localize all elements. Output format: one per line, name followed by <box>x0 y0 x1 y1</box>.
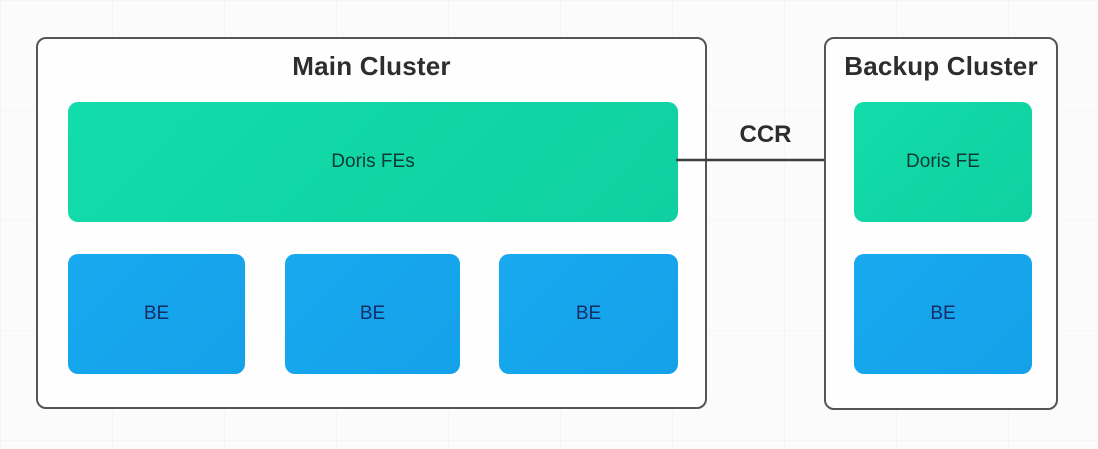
main-cluster-title: Main Cluster <box>292 51 451 81</box>
main-be-label-3: BE <box>575 303 602 324</box>
backup-cluster-title: Backup Cluster <box>844 51 1038 81</box>
backup-be-label: BE <box>930 303 956 324</box>
main-be-node-2: BE <box>285 254 460 374</box>
main-be-label-2: BE <box>359 303 386 324</box>
main-be-label-1: BE <box>143 303 170 324</box>
main-doris-fes-node: Doris FEs <box>68 102 678 222</box>
main-cluster-box: Main Cluster Doris FEs BE BE BE <box>36 37 707 409</box>
main-doris-fes-label: Doris FEs <box>331 151 415 172</box>
backup-be-node: BE <box>854 254 1032 374</box>
backup-cluster-box: Backup Cluster Doris FE BE <box>824 37 1058 410</box>
main-be-node-3: BE <box>499 254 678 374</box>
backup-doris-fe-node: Doris FE <box>854 102 1032 222</box>
main-be-node-1: BE <box>68 254 245 374</box>
ccr-connection-label: CCR <box>739 121 792 148</box>
backup-doris-fe-label: Doris FE <box>906 151 980 172</box>
